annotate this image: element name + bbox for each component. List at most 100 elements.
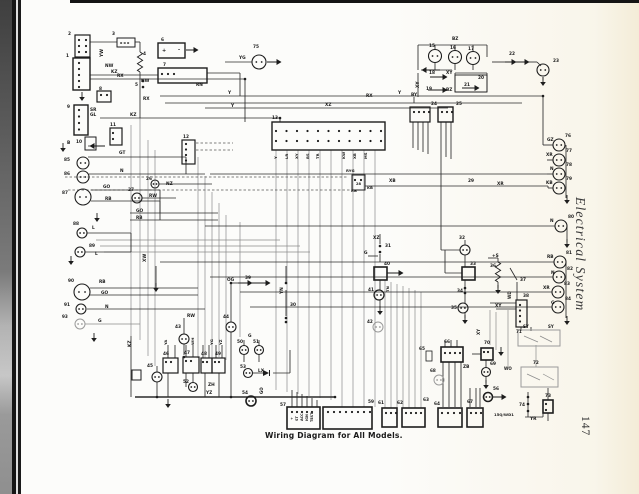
pin-dot [451,56,454,58]
pin-dot [81,323,83,325]
scan-edge-line-inner [18,0,21,494]
diagram-label: L [95,251,98,257]
diagram-label: 37 [520,277,526,283]
pin-dot [559,291,562,293]
diagram-label: 74 [519,402,525,408]
diagram-label: KZ [127,340,133,347]
diagram-label: BS [305,153,310,159]
pin-dot [78,308,80,310]
pin-dot [409,411,413,415]
junction-dot [155,395,159,399]
pin-dot [327,139,330,143]
diagram-label: 13 [272,115,278,121]
pin-dot [79,196,81,198]
pin-dot [84,44,88,48]
pin-dot [189,359,193,363]
diagram-label: 7 [163,62,166,68]
diagram-label: KB [351,188,357,193]
diagram-label: 4 [143,51,146,57]
component-box [84,136,97,151]
ground-symbol [165,404,171,408]
pin-dot [486,371,489,373]
pin-dot [111,137,115,141]
pin-dot [376,294,378,296]
pin-dot [155,183,158,185]
pin-dot [184,359,188,363]
diagram-label: 15Q/WD1 [494,412,514,417]
diagram-label: 43 [175,324,181,330]
pin-dot [134,197,137,199]
component-box [437,106,454,123]
pin-dot [561,261,564,263]
component-box [542,399,554,414]
diagram-label: RYG [346,168,355,173]
diagram-label: 32 [459,235,465,241]
diagram-label: XY [476,329,481,335]
diagram-label: ZB [463,364,469,370]
pin-dot [327,129,330,133]
diagram-label: 49 [215,351,221,357]
lamp-symbol [457,302,469,314]
pin-dot [184,159,188,162]
pin-dot [458,411,462,415]
pin-dot [554,306,557,308]
diagram-label: N [550,166,554,172]
component-box [109,127,123,146]
junction-dot [378,244,382,248]
pin-dot [213,360,217,364]
page-number: 147 [579,416,591,437]
lamp-symbol [253,344,265,356]
junction-dot [284,316,288,320]
diagram-label: o o o [120,41,130,45]
pin-dot [316,139,320,143]
pin-dot [295,139,299,143]
diagram-label: G [98,318,102,324]
diagram-label: 80 [568,214,574,220]
diagram-label: ZH [208,382,215,388]
lamp-symbol [76,156,90,170]
pin-dot [348,139,351,143]
pin-dot [469,57,472,59]
pin-dot [77,323,79,325]
diagram-label: Y [227,90,232,96]
ground-symbol [60,148,66,152]
junction-dot [541,94,545,98]
pin-dot [300,410,304,414]
diagram-label: XR [497,181,504,187]
pin-dot [404,411,408,415]
diagram-label: 84 [565,296,571,302]
component-box [131,369,142,381]
junction-dot [243,77,247,81]
diagram-label: 12 [183,134,189,140]
diagram-label: 29 [468,178,474,184]
diagram-label: 93 [62,314,68,319]
wire [542,373,555,381]
pin-dot [350,410,354,414]
diagram-label: YR [529,416,537,422]
pin-dot [316,129,320,133]
pin-dot [306,139,309,143]
pin-dot [181,338,184,340]
diagram-label: RB [99,279,106,285]
lamp-symbol [553,255,567,269]
pin-dot [469,411,473,415]
diagram-label: BZ [452,36,458,42]
scan-top-line [70,0,639,3]
pin-dot [422,110,426,114]
diagram-label: 45 [147,363,153,369]
diagram-label: BZ [446,87,452,93]
pin-dot [412,110,416,114]
diagram-label: GZ [547,137,554,143]
diagram-label: 11 [110,122,116,128]
pin-dot [359,178,363,182]
component-box [520,366,559,388]
pin-dot [306,129,309,133]
pin-dot [466,249,468,251]
diagram-label: 85 [64,157,70,163]
pin-dot [190,386,193,388]
component-box [440,346,464,363]
junction-dot [284,281,288,285]
diagram-label: Y [397,90,402,96]
component-box [515,299,528,328]
